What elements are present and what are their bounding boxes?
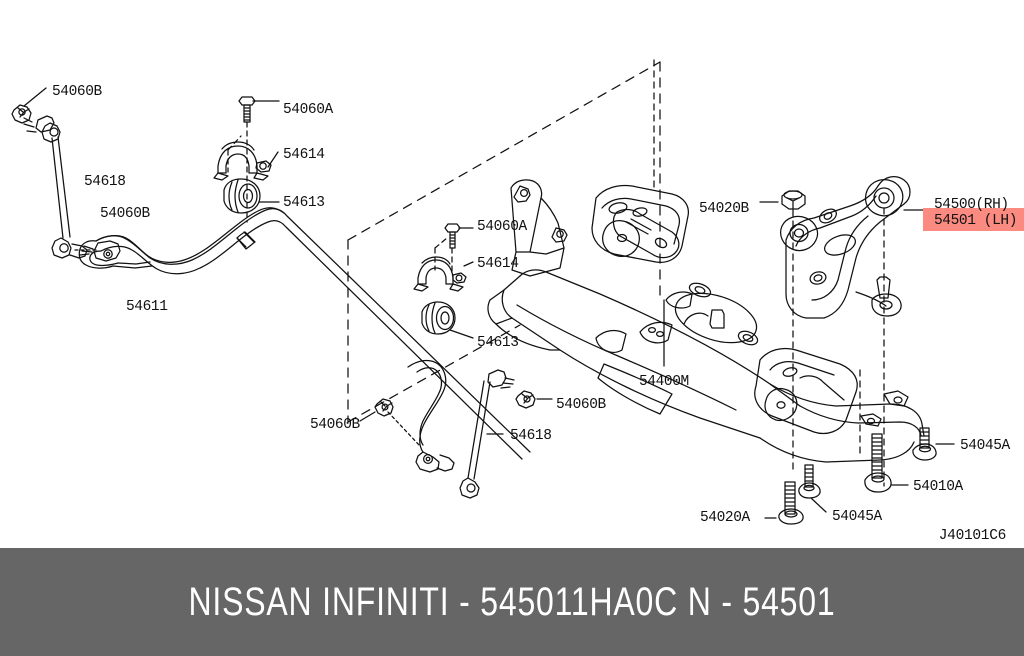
stabilizer-link-54618-left xyxy=(23,115,94,259)
leader-54614-upper xyxy=(267,151,279,168)
part-label-54010a: 54010A xyxy=(913,479,963,495)
part-label-54501-lh-highlighted: 54501 (LH) xyxy=(934,213,1018,229)
part-label-54060b-lower-left: 54060B xyxy=(310,417,360,433)
diagram-artwork xyxy=(11,59,955,525)
part-label-54020a: 54020A xyxy=(700,510,750,526)
callout-dashed-box xyxy=(347,61,661,423)
banner-part-text: NISSAN INFINITI - 545011HA0C N - 54501 xyxy=(188,579,836,624)
bolt-54060a-upper xyxy=(238,96,256,123)
part-label-54400m: 54400M xyxy=(639,374,689,390)
part-label-54614-upper: 54614 xyxy=(283,147,325,163)
stabilizer-bar-54611 xyxy=(78,207,531,473)
bushing-54613-lower xyxy=(421,301,456,335)
part-label-54614-lower: 54614 xyxy=(477,256,519,272)
nut-54020b xyxy=(781,190,806,210)
subframe-54400m xyxy=(487,179,925,463)
bolt-54045a-lower xyxy=(798,464,821,499)
bolt-54020a xyxy=(778,481,804,525)
nut-54060b-lower-right xyxy=(515,390,536,409)
leader-54060b-top-left xyxy=(23,87,47,107)
part-label-54060b-lower-right: 54060B xyxy=(556,397,606,413)
part-label-54060a-upper: 54060A xyxy=(283,102,333,118)
nut-54060b-lower-left xyxy=(374,398,394,417)
part-label-54613-upper: 54613 xyxy=(283,195,325,211)
leader-54045a-lower xyxy=(810,497,827,513)
bracket-54614-upper xyxy=(213,141,272,181)
bushing-54613-upper xyxy=(223,178,261,214)
part-label-54045a-lower: 54045A xyxy=(832,509,882,525)
part-label-54045a-right: 54045A xyxy=(960,438,1010,454)
part-label-54618-lower: 54618 xyxy=(510,428,552,444)
stabilizer-link-54618-lower xyxy=(459,369,515,499)
part-label-54611: 54611 xyxy=(126,299,168,315)
part-label-54060b-upper-left: 54060B xyxy=(52,84,102,100)
part-label-54500-rh: 54500(RH) xyxy=(934,197,1009,213)
bolt-54010a xyxy=(864,433,892,493)
leader-54613-lower xyxy=(449,329,474,339)
bolt-54045a-right xyxy=(912,427,937,461)
diagram-code: J40101C6 xyxy=(938,528,1007,544)
control-arm-54500 xyxy=(779,176,911,319)
bolt-54060a-lower xyxy=(444,223,461,249)
leader-54614-lower xyxy=(463,261,474,267)
leader-54060b-lower-left xyxy=(359,411,376,422)
bottom-banner: NISSAN INFINITI - 545011HA0C N - 54501 xyxy=(0,548,1024,656)
part-label-54020b: 54020B xyxy=(699,201,749,217)
part-label-54060b-mid-left: 54060B xyxy=(100,206,150,222)
highlight-box-54501 xyxy=(923,208,1024,231)
part-label-54060a-lower: 54060A xyxy=(477,219,527,235)
bracket-54614-lower xyxy=(413,256,467,292)
part-label-54618-left: 54618 xyxy=(84,174,126,190)
part-label-54613-lower: 54613 xyxy=(477,335,519,351)
